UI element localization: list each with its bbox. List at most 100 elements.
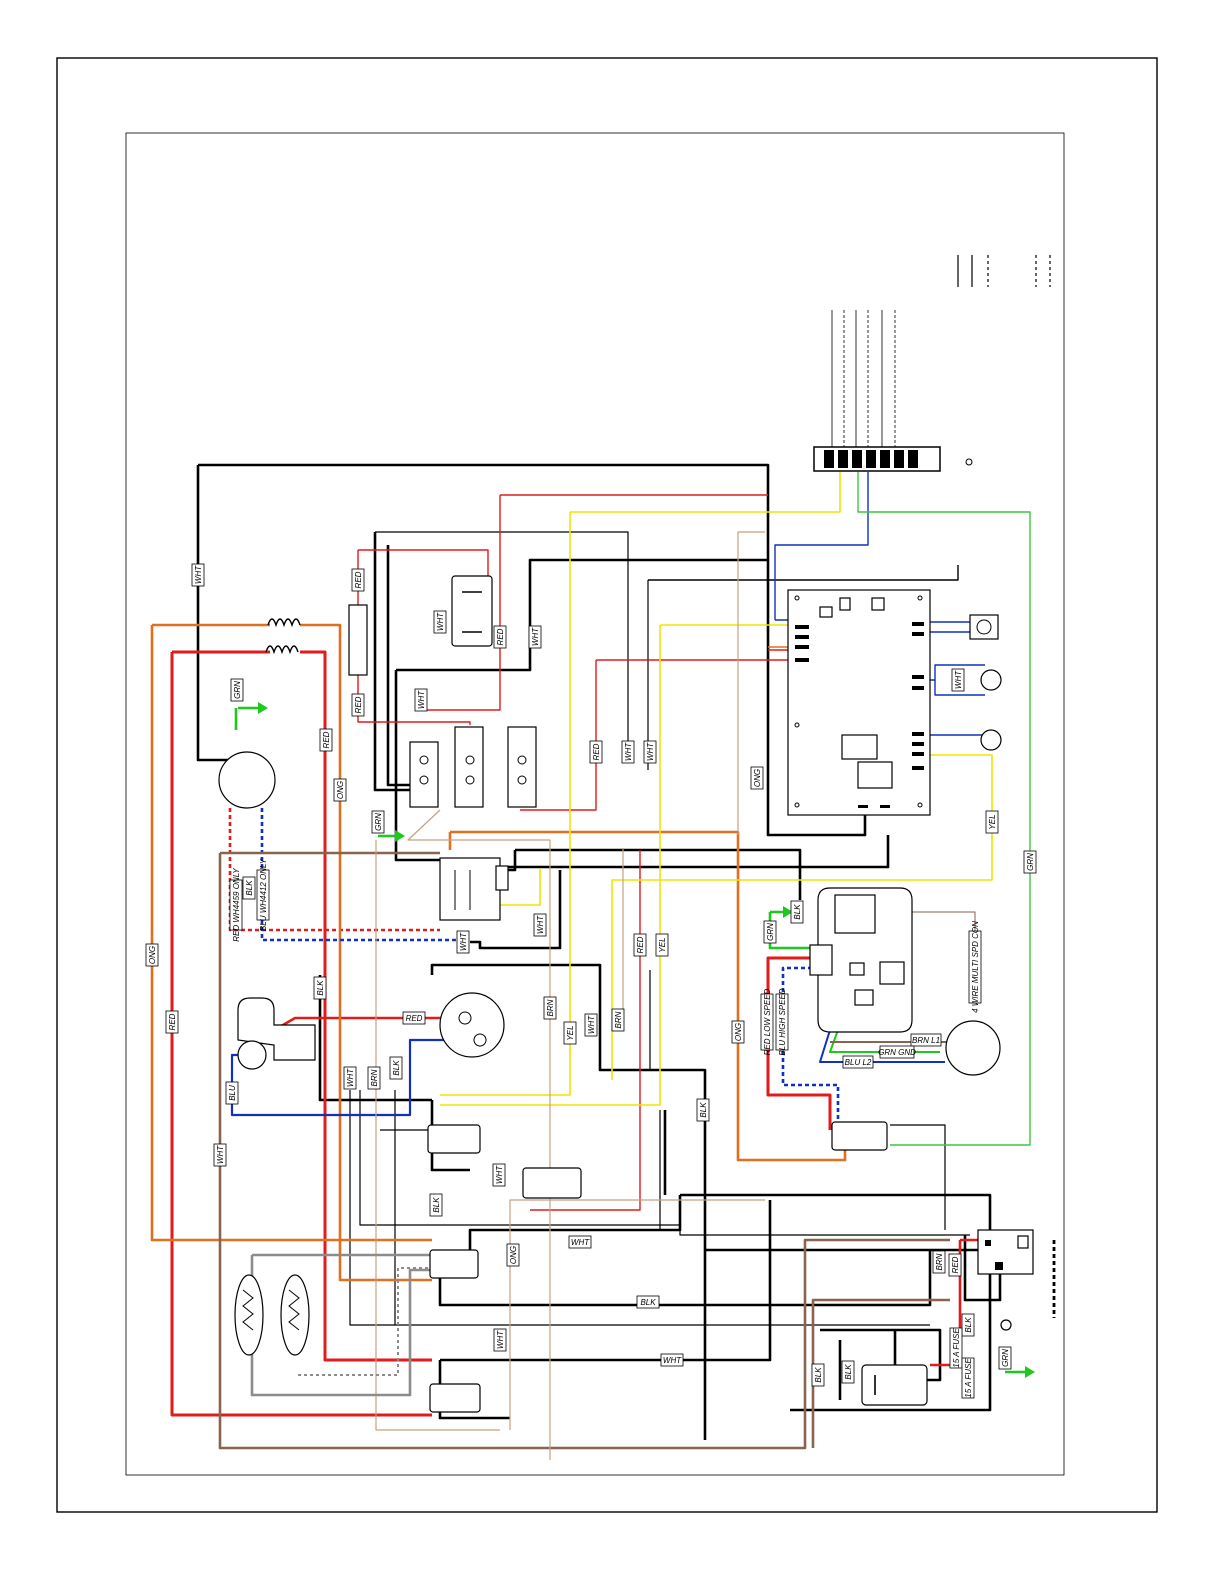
wire-black-upper [375,531,629,750]
right-switch-block [977,1229,1034,1331]
svg-text:ONG: ONG [336,781,345,799]
svg-text:ONG: ONG [148,946,157,964]
svg-text:GRN: GRN [1001,1349,1010,1367]
svg-text:RED: RED [354,571,363,588]
svg-text:BLK: BLK [964,1317,973,1333]
svg-text:YEL: YEL [658,937,667,952]
svg-text:RED: RED [636,936,645,953]
svg-text:15 A FUSE: 15 A FUSE [964,1358,973,1398]
svg-text:ONG: ONG [734,1023,743,1041]
svg-text:WHT: WHT [459,932,468,951]
svg-text:WHT: WHT [536,915,545,934]
svg-text:RED: RED [168,1013,177,1030]
svg-text:YEL: YEL [988,814,997,829]
svg-text:BLU: BLU [228,1085,237,1101]
legend-marks [957,255,1051,287]
svg-text:RED LOW SPEED: RED LOW SPEED [763,988,772,1055]
svg-text:ONG: ONG [509,1246,518,1264]
svg-text:BLK: BLK [392,1060,401,1076]
svg-text:RED WH4459 ONLY: RED WH4459 ONLY [232,868,241,942]
svg-text:BLK: BLK [814,1367,823,1383]
svg-text:WHT: WHT [531,627,540,646]
svg-text:WHT: WHT [346,1068,355,1087]
svg-text:BLK: BLK [793,904,802,920]
svg-text:WHT: WHT [495,1165,504,1184]
wire-orange-center [450,830,847,1162]
board-sensors [969,614,1002,751]
svg-text:RED: RED [406,1014,423,1023]
fan-motor-icon [218,751,276,809]
svg-text:GRN: GRN [766,923,775,941]
wire-green-right [857,472,1031,1146]
capacitor-lower [861,1364,928,1406]
svg-text:BLK: BLK [640,1298,656,1307]
label-wht-top: WHT [194,565,203,584]
svg-text:GRN GND: GRN GND [878,1048,916,1057]
selector-switches [409,726,537,808]
wire-red-far-left [170,652,432,1417]
pump-motor-icon [237,997,316,1070]
terminal-block [813,446,973,472]
svg-text:RED: RED [322,731,331,748]
wire-black-mid [396,558,768,672]
svg-text:BLU WH4412 ONLY: BLU WH4412 ONLY [259,858,268,931]
wire-black-motor [196,465,232,778]
contactor-relays [427,1121,888,1413]
svg-text:WHT: WHT [954,670,963,689]
svg-text:BRN: BRN [614,1011,623,1028]
transformer-coils [265,618,301,655]
blower-motor-icon [945,1020,1001,1076]
svg-text:YEL: YEL [566,1025,575,1040]
svg-text:RED: RED [951,1256,960,1273]
svg-text:GRN: GRN [233,681,242,699]
svg-text:WHT: WHT [216,1145,225,1164]
capacitor-upper [451,575,493,647]
wire-black-left-stack [373,532,415,792]
control-board [787,589,931,816]
svg-text:GRN: GRN [374,813,383,831]
wire-black-bottom [438,1250,932,1307]
resistor [348,604,368,676]
compressor-icon [439,992,505,1058]
svg-text:BRN: BRN [546,999,555,1016]
svg-text:15 A FUSE: 15 A FUSE [952,1328,961,1368]
svg-text:BLK: BLK [699,1102,708,1118]
speed-control-module [809,887,913,1033]
wire-black-to-relay [515,848,802,900]
heater-elements [234,1274,310,1356]
svg-text:BLK: BLK [245,880,254,896]
wire-black-right-main [430,963,707,1440]
svg-text:WHT: WHT [496,1330,505,1349]
svg-text:BLU HIGH SPEED: BLU HIGH SPEED [778,988,787,1055]
svg-text:BRN: BRN [370,1069,379,1086]
svg-text:WHT: WHT [417,690,426,709]
wire-black-top-loop [198,463,867,837]
outer-border [56,57,1158,1513]
svg-text:BLK: BLK [844,1364,853,1380]
relay-center [439,857,509,921]
wire-blue-top [774,472,869,620]
svg-text:BLK: BLK [432,1197,441,1213]
svg-text:WHT: WHT [624,742,633,761]
svg-text:WHT: WHT [663,1356,682,1365]
wire-labels: WHT GRN RED RED RED WHT RED WHT WHT GRN … [145,563,1037,1399]
svg-text:WHT: WHT [436,612,445,631]
svg-text:BRN L1: BRN L1 [912,1036,940,1045]
svg-text:WHT: WHT [587,1015,596,1034]
wire-orange-far-left [150,625,432,1242]
svg-text:GRN: GRN [1026,853,1035,871]
svg-text:WHT: WHT [646,742,655,761]
svg-text:4 WIRE MULTI SPD CON: 4 WIRE MULTI SPD CON [971,921,980,1013]
svg-text:RED: RED [354,696,363,713]
svg-text:BLK: BLK [316,980,325,996]
svg-text:ONG: ONG [753,769,762,787]
svg-text:BLU L2: BLU L2 [845,1058,872,1067]
svg-text:BRN: BRN [935,1253,944,1270]
wires [150,463,1056,1460]
incoming-leads [831,310,896,450]
svg-text:RED: RED [592,743,601,760]
ground-arrows [258,702,1035,1378]
inner-border [125,132,1065,1476]
svg-text:RED: RED [496,628,505,645]
